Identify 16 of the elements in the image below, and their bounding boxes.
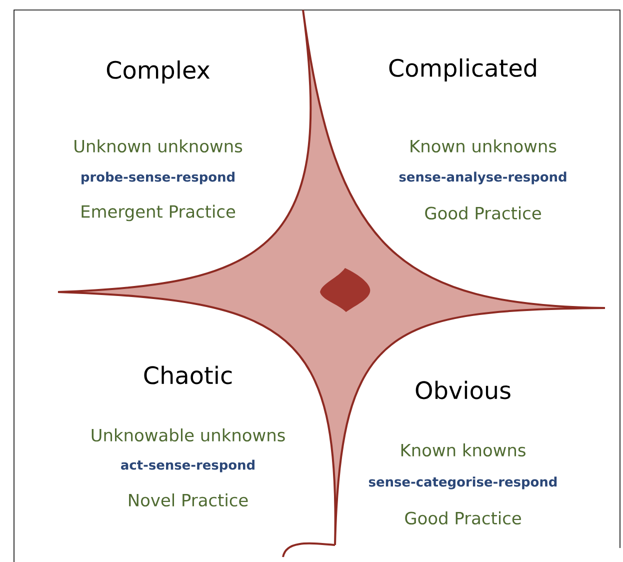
domain-text: Known knowns bbox=[401, 443, 526, 457]
approach-text: sense-analyse-respond bbox=[399, 172, 566, 184]
domain-text: Known unknowns bbox=[410, 139, 556, 153]
quadrant-title: Chaotic bbox=[144, 366, 232, 384]
quadrant-title: Complex bbox=[106, 60, 210, 84]
quadrant-title: Complicated bbox=[389, 58, 536, 82]
approach-text: probe-sense-respond bbox=[82, 172, 234, 184]
practice-text: Good Practice bbox=[405, 511, 521, 525]
practice-text: Good Practice bbox=[425, 206, 541, 220]
approach-text: act-sense-respond bbox=[121, 460, 254, 472]
domain-text: Unknown unknowns bbox=[74, 139, 242, 153]
practice-text: Novel Practice bbox=[129, 493, 248, 507]
domain-text: Unknowable unknowns bbox=[92, 428, 285, 442]
practice-text: Emergent Practice bbox=[82, 204, 236, 222]
approach-text: sense-categorise-respond bbox=[368, 476, 557, 490]
quadrant-title: Obvious bbox=[416, 380, 510, 400]
